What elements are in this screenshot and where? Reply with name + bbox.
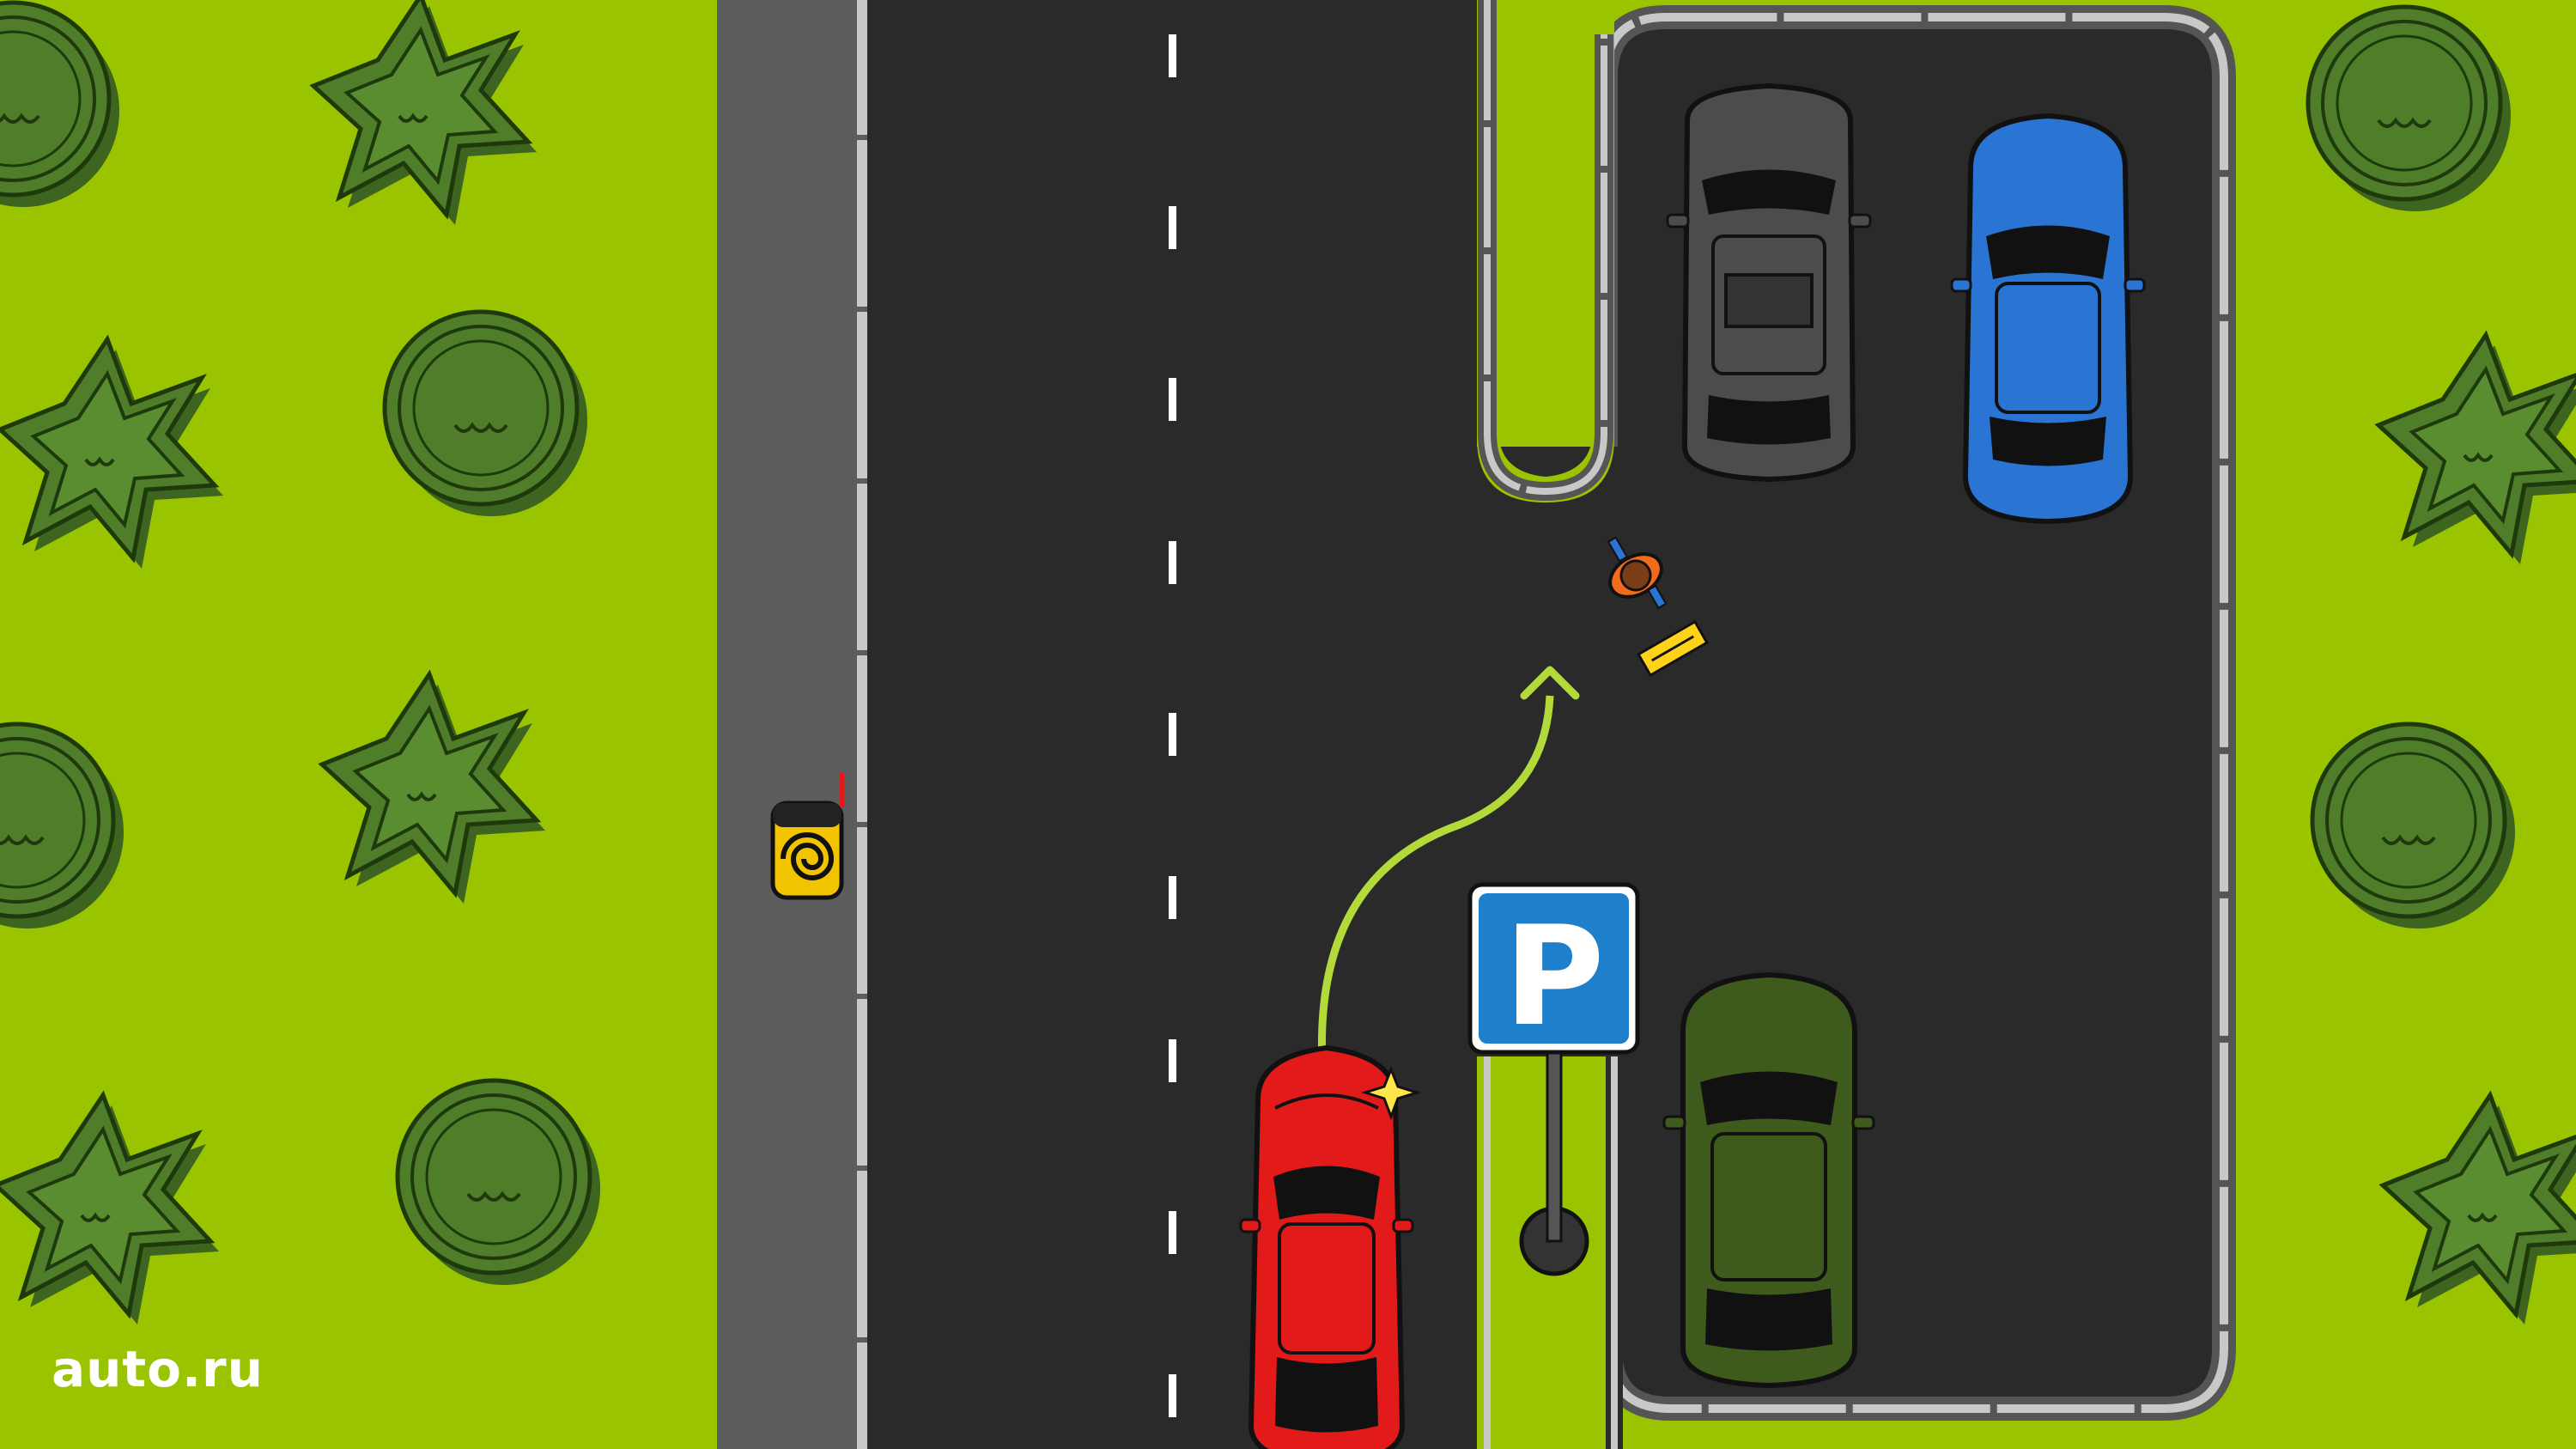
parking-sign-icon: P: [1467, 882, 1640, 1276]
sidewalk: [717, 0, 863, 1449]
blue-sports-car: [1950, 113, 2146, 525]
gray-suv: [1666, 82, 1872, 483]
parking-sign-letter: P: [1504, 896, 1604, 1056]
brand-logo: auto.ru: [52, 1340, 264, 1398]
route-arrow-icon: [1317, 695, 1554, 1066]
pedestrian-icon: [1607, 536, 1668, 610]
trash-bin-icon: [770, 773, 844, 900]
suitcase-icon: [1637, 619, 1709, 678]
red-car: [1239, 1044, 1414, 1449]
parking-sign-face: [1479, 893, 1629, 1044]
green-car: [1662, 971, 1875, 1389]
blinker-icon: [1361, 1065, 1421, 1121]
curb-left: [857, 0, 867, 1449]
lane-markings: [1169, 34, 1176, 1417]
